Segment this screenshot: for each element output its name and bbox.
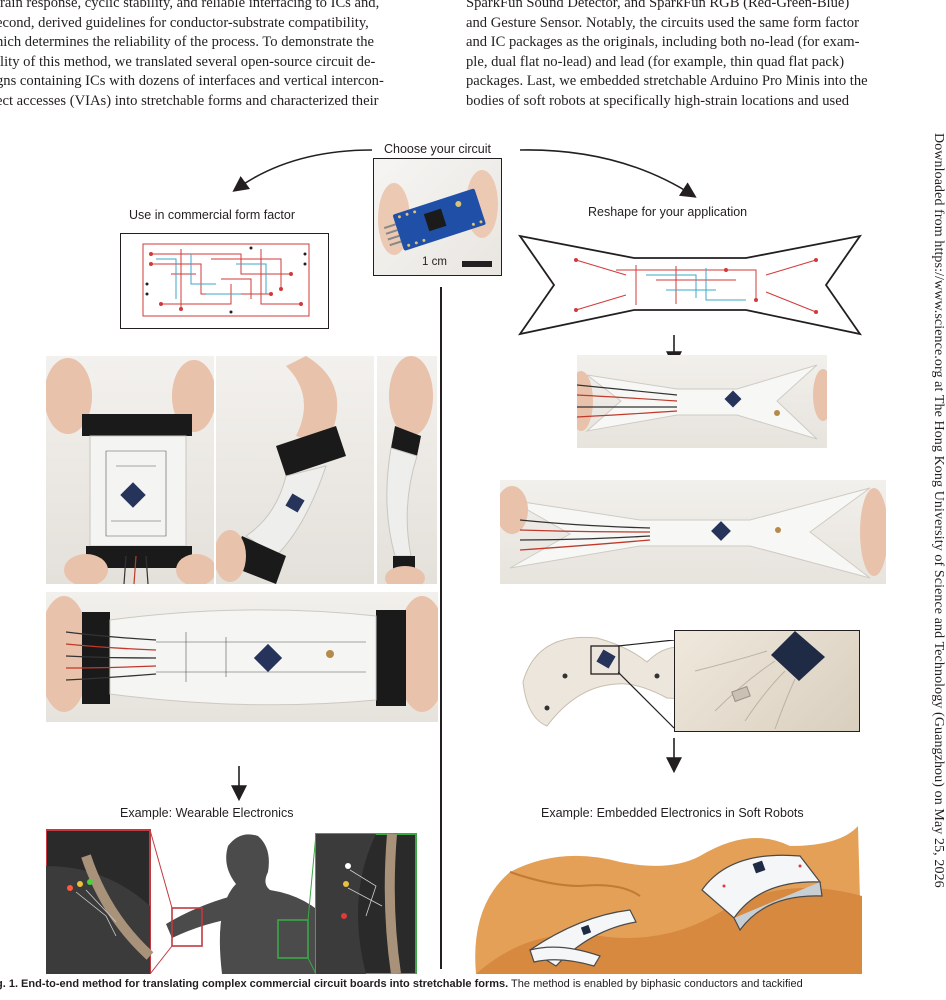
- wearable-inset-green: [315, 833, 417, 974]
- right-branch-label: Reshape for your application: [588, 205, 748, 219]
- arduino-photo-art: [378, 170, 498, 267]
- soft-robot-inset: [674, 630, 860, 732]
- robot-illustration-upper: [701, 854, 823, 932]
- text-line: hich determines the reliability of the p…: [0, 34, 375, 51]
- stretch-photo-3: [377, 356, 437, 584]
- arduino-photo: 1 cm: [373, 158, 502, 276]
- text-line: SparkFun Sound Detector, and SparkFun RG…: [466, 0, 850, 11]
- soft-robot-illustration-art: [475, 826, 862, 974]
- caption-text: The method is enabled by biphasic conduc…: [508, 978, 803, 990]
- stretch-photo-2: [216, 356, 374, 584]
- wearable-illustration: [46, 826, 418, 974]
- pcb-layout-art: [142, 243, 310, 317]
- stretch-photo-2-art: [216, 356, 346, 584]
- right-column-text: SparkFun Sound Detector, and SparkFun RG…: [466, 0, 921, 112]
- left-column-text: train response, cyclic stability, and re…: [0, 0, 441, 112]
- caption-title: g. 1. End-to-end method for translating …: [0, 978, 509, 990]
- text-line: ple, dual flat no-lead) and lead (for ex…: [466, 53, 845, 70]
- wearable-illustration-art: [46, 829, 417, 974]
- text-line: packages. Last, we embedded stretchable …: [466, 73, 868, 90]
- arrow-right-curve: [519, 149, 697, 198]
- text-line: ect accesses (VIAs) into stretchable for…: [0, 92, 379, 109]
- robot-illustration-lower: [528, 909, 637, 967]
- text-line: and IC packages as the originals, includ…: [466, 34, 860, 51]
- text-line: econd, derived guidelines for conductor-…: [0, 14, 369, 31]
- x-shape-photo-1-art: [577, 364, 827, 440]
- left-example-label: Example: Wearable Electronics: [120, 806, 294, 820]
- stretch-photo-1: [46, 356, 214, 584]
- stretch-photo-3-art: [385, 356, 433, 584]
- x-shape-photo-1: [577, 355, 827, 448]
- inset-connector: [618, 640, 675, 729]
- choose-circuit-label: Choose your circuit: [384, 142, 491, 156]
- right-example-label: Example: Embedded Electronics in Soft Ro…: [541, 806, 804, 820]
- arrow-left-curve: [232, 149, 373, 192]
- figure-caption: g. 1. End-to-end method for translating …: [0, 978, 946, 990]
- wearable-inset-red: [46, 829, 154, 974]
- text-line: and Gesture Sensor. Notably, the circuit…: [466, 14, 859, 31]
- x-shape-photo-2-art: [500, 486, 886, 579]
- stretched-wide-photo-art: [46, 596, 438, 712]
- left-branch-label: Use in commercial form factor: [129, 208, 296, 222]
- x-shape-photo-2: [500, 480, 886, 584]
- soft-robot-inset-art: [694, 631, 825, 730]
- scale-bar-label: 1 cm: [422, 256, 447, 268]
- text-line: train response, cyclic stability, and re…: [0, 0, 380, 11]
- text-line: gns containing ICs with dozens of interf…: [0, 73, 384, 90]
- soft-robot-illustration: [470, 826, 862, 974]
- stretch-photo-1-art: [46, 358, 214, 584]
- pcb-layout-rect: [120, 233, 329, 329]
- stretched-wide-photo: [46, 592, 438, 722]
- text-line: bodies of soft robots at specifically hi…: [466, 92, 850, 109]
- panel-divider: [440, 287, 442, 969]
- text-line: ility of this method, we translated seve…: [0, 53, 376, 70]
- reshaped-pcb: [517, 234, 863, 336]
